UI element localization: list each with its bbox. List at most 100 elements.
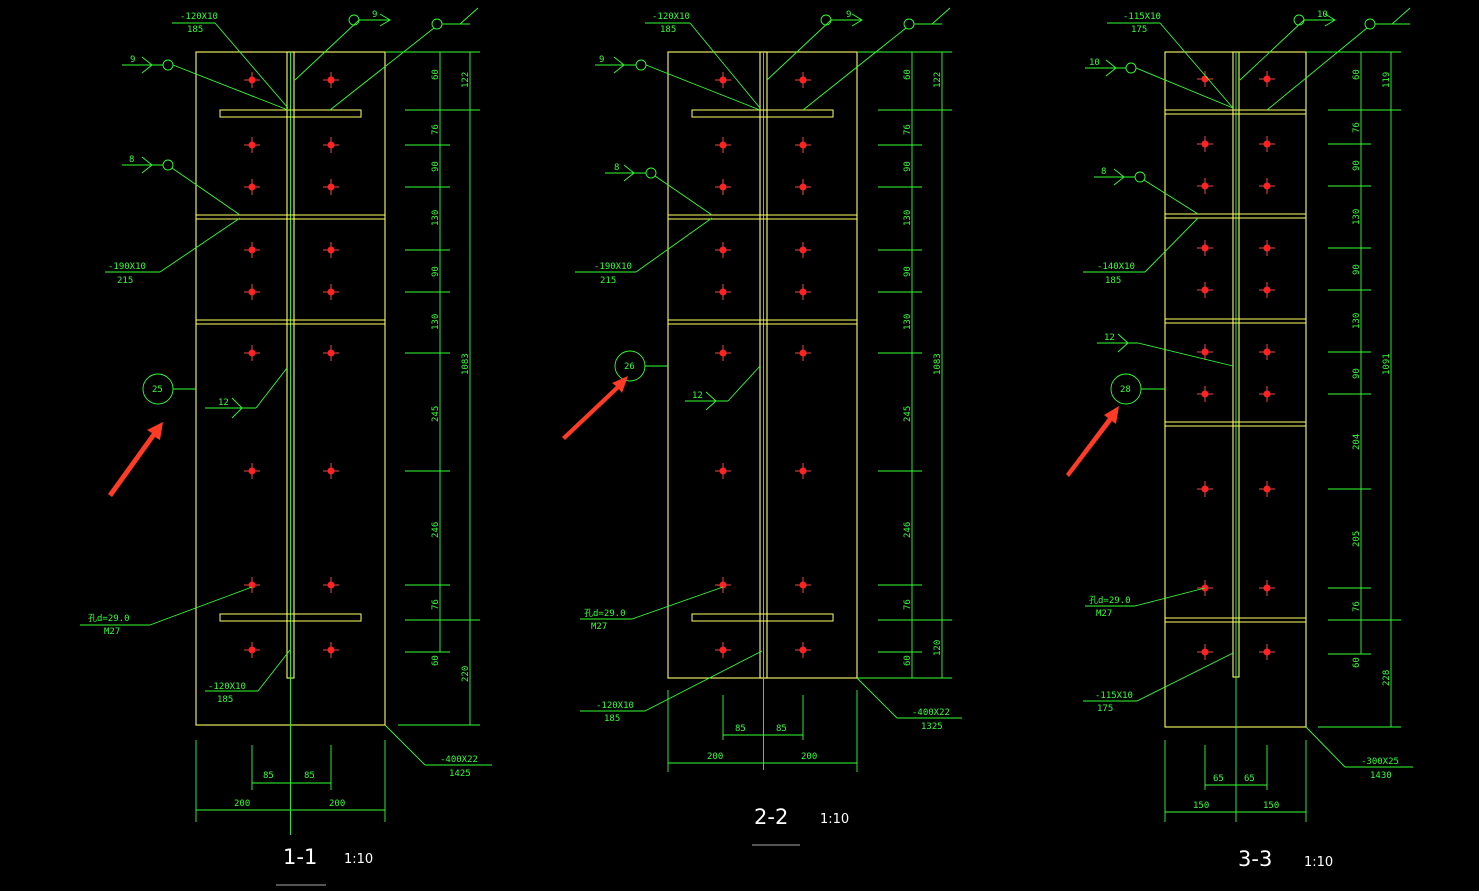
weld-size-label: 10: [1089, 58, 1100, 68]
bottom-plate-size-label: -120X10: [596, 701, 634, 711]
dim-label: 205: [1352, 531, 1362, 547]
bolt-marker: [1197, 481, 1213, 497]
stiffener-length-label: 215: [117, 276, 133, 286]
stiffener-size-label: -190X10: [594, 262, 632, 272]
dim-label: 130: [1352, 209, 1362, 225]
bolt-marker: [715, 577, 731, 593]
bolt-marker: [244, 179, 260, 195]
top-plate-size-label: -120X10: [180, 12, 218, 22]
section-title: 2-2: [754, 805, 788, 829]
bolt-marker: [323, 137, 339, 153]
dim-label: 150: [1193, 801, 1209, 811]
bolt-marker: [1259, 481, 1275, 497]
top-plate-length-label: 185: [660, 25, 676, 35]
dim-label: 200: [707, 752, 723, 762]
bolt-marker: [715, 284, 731, 300]
dim-label: 90: [903, 266, 913, 277]
bolt-marker: [715, 463, 731, 479]
bolt-hole-label: 孔d=29.0: [1089, 595, 1131, 606]
bolt-marker: [323, 284, 339, 300]
web-weld-label: 12: [218, 398, 229, 408]
bolt-marker: [1259, 178, 1275, 194]
bolt-marker: [323, 577, 339, 593]
section-1-1: -120X10 185 9 9 8 -190X10 215 12: [80, 7, 492, 886]
bolt-marker: [323, 179, 339, 195]
dim-label: 76: [903, 599, 913, 610]
dim-label: 130: [903, 210, 913, 226]
bolt-marker: [244, 345, 260, 361]
base-plate-size-label: -400X22: [912, 708, 950, 718]
bolt-marker: [1259, 344, 1275, 360]
dim-label: 85: [735, 724, 746, 734]
bottom-flange-plate: [219, 613, 362, 622]
weld-size-label: 8: [129, 155, 134, 165]
bolt-marker: [244, 242, 260, 258]
dim-label: 76: [903, 124, 913, 135]
base-plate-length-label: 1430: [1370, 771, 1392, 781]
stiffener-length-label: 185: [1105, 276, 1121, 286]
bolt-group: [244, 72, 339, 658]
bolt-marker: [715, 179, 731, 195]
dimension-chain-bottom: 65 65 150 150: [1164, 740, 1307, 822]
weld-size-label: 8: [1101, 167, 1106, 177]
dim-label: 76: [1352, 601, 1362, 612]
bolt-marker: [795, 345, 811, 361]
bolt-hole-label: 孔d=29.0: [88, 613, 130, 624]
top-plate-size-label: -115X10: [1123, 12, 1161, 22]
section-3-3: -115X10 175 10 10 8 -140X10 185 12: [1066, 7, 1413, 871]
bolt-marker: [795, 179, 811, 195]
bolt-marker: [715, 242, 731, 258]
bolt-marker: [1259, 386, 1275, 402]
dim-label: 200: [801, 752, 817, 762]
dim-label: 130: [431, 210, 441, 226]
bolt-size-label: M27: [1096, 609, 1112, 619]
dim-label: 245: [431, 406, 441, 422]
bolt-marker: [795, 242, 811, 258]
dim-label: 90: [1352, 264, 1362, 275]
bolt-marker: [715, 137, 731, 153]
bolt-marker: [244, 137, 260, 153]
dim-label: 130: [1352, 313, 1362, 329]
section-scale: 1:10: [344, 852, 373, 867]
stiffener-size-label: -190X10: [108, 262, 146, 272]
base-plate-outline: [667, 51, 858, 679]
web-weld-label: 12: [1104, 333, 1115, 343]
weld-size-label: 9: [372, 10, 377, 20]
bolt-hole-label: 孔d=29.0: [584, 608, 626, 619]
red-arrow-pointer: [1066, 406, 1119, 477]
weld-size-label: 9: [599, 55, 604, 65]
top-plate-length-label: 175: [1131, 25, 1147, 35]
bolt-marker: [244, 642, 260, 658]
dim-label: 150: [1263, 801, 1279, 811]
dim-label: 90: [1352, 160, 1362, 171]
dim-label: 90: [431, 266, 441, 277]
dim-total-label: 1083: [461, 353, 471, 375]
dimension-chain-right: 60 76 90 130 90 130 90 204 205 76 60 119…: [1306, 51, 1401, 728]
dim-label: 60: [431, 655, 441, 666]
section-2-2: -120X10 185 9 9 8 -190X10 215 12: [562, 7, 962, 846]
bolt-marker: [1197, 644, 1213, 660]
bolt-marker: [795, 577, 811, 593]
bolt-marker: [715, 72, 731, 88]
bolt-marker: [1259, 71, 1275, 87]
bolt-marker: [244, 284, 260, 300]
dim-total-label: 122: [461, 72, 471, 88]
annotations: -115X10 175 10 10 8 -140X10 185 12: [1083, 7, 1413, 781]
red-arrow-pointer: [108, 422, 163, 497]
dim-label: 65: [1213, 774, 1224, 784]
annotations: -120X10 185 9 9 8 -190X10 215 12: [80, 7, 492, 779]
base-plate-size-label: -300X25: [1361, 757, 1399, 767]
dim-label: 76: [431, 599, 441, 610]
section-title: 1-1: [283, 845, 317, 869]
dim-label: 246: [903, 522, 913, 538]
dim-label: 60: [903, 69, 913, 80]
section-scale: 1:10: [1304, 855, 1333, 870]
dim-total-label: 228: [1382, 670, 1392, 686]
bolt-marker: [1259, 580, 1275, 596]
bolt-marker: [244, 72, 260, 88]
bottom-plate-size-label: -120X10: [208, 682, 246, 692]
section-number-label: 28: [1120, 385, 1131, 395]
red-arrow-pointer: [562, 376, 628, 440]
top-plate-length-label: 185: [187, 25, 203, 35]
